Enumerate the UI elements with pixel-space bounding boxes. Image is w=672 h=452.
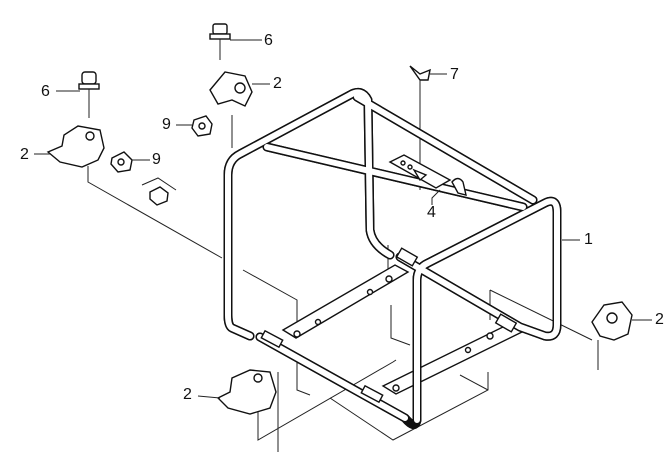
bolt-left-part <box>78 71 100 118</box>
callout-7: 7 <box>450 66 459 83</box>
callout-9-top: 9 <box>162 116 171 133</box>
nut-top-part <box>191 115 213 137</box>
mount-top-part <box>209 71 253 107</box>
callout-leaders <box>34 39 652 399</box>
mount-bottom-part <box>216 369 277 420</box>
nut-left-part <box>110 151 133 173</box>
assembly-lines <box>87 90 599 452</box>
callout-6-top: 6 <box>264 32 273 49</box>
callout-2-top: 2 <box>273 75 282 92</box>
mount-right-part <box>591 301 633 341</box>
callout-1: 1 <box>584 231 593 248</box>
callout-4: 4 <box>427 204 436 221</box>
spare-nut-part <box>141 177 177 206</box>
bolt-top-part <box>209 23 231 60</box>
callout-2-bottom: 2 <box>183 386 192 403</box>
wing-bolt-part <box>409 65 431 92</box>
callout-9-left: 9 <box>152 151 161 168</box>
callout-2-left: 2 <box>20 146 29 163</box>
callout-2-right: 2 <box>655 311 664 328</box>
mount-left-part <box>46 125 105 172</box>
callout-6-left: 6 <box>41 83 50 100</box>
tube-frame <box>223 92 562 424</box>
bracket-part <box>388 154 467 196</box>
